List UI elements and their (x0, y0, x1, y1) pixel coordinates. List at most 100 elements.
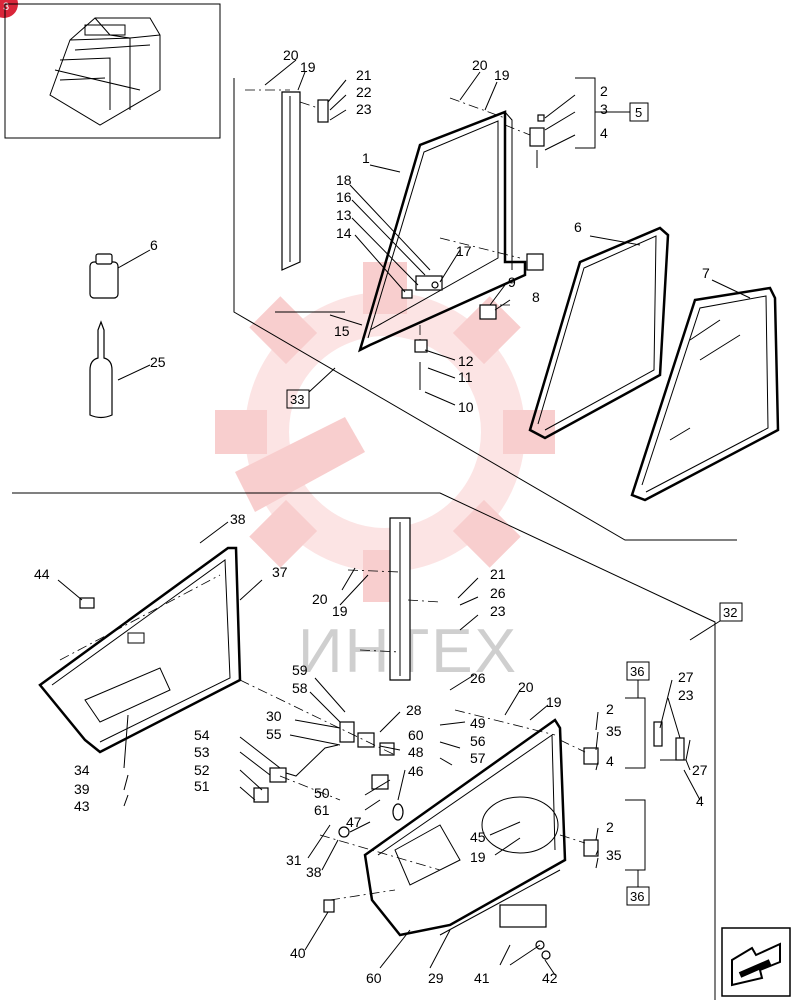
window-glass-7 (630, 286, 780, 502)
window-seal-6 (528, 226, 670, 440)
callout-number: 11 (458, 369, 473, 385)
callout-number: 18 (336, 172, 352, 188)
tractor-cab-icon (4, 3, 221, 139)
callout-number: 19 (546, 694, 562, 710)
callout-number: 7 (702, 265, 710, 281)
group-box-36-bottom: 36 (625, 799, 650, 906)
group-box-label: 36 (630, 889, 644, 904)
callout-number: 21 (490, 566, 506, 582)
hinge-lower-right (526, 253, 544, 271)
callout-number: 61 (314, 802, 330, 818)
page-badge-label: 3 (3, 1, 9, 13)
callout-number: 53 (194, 744, 210, 760)
hinge-top-right (529, 114, 545, 168)
callout-number: 20 (312, 591, 328, 607)
watermark-gear-icon (215, 262, 555, 602)
upper-window-frame (357, 110, 527, 353)
callout-number: 26 (470, 670, 486, 686)
callout-number: 12 (458, 353, 474, 369)
callout-number: 58 (292, 680, 308, 696)
callout-number: 4 (600, 125, 608, 141)
door-frame-post-top (275, 91, 345, 313)
callout-number: 26 (490, 585, 506, 601)
leader-lines (57, 59, 751, 976)
group-box-label: 33 (290, 392, 304, 407)
callout-number: 38 (230, 511, 246, 527)
callout-number: 14 (336, 225, 352, 241)
handle-parts (79, 597, 561, 960)
callout-number: 31 (286, 852, 302, 868)
callout-number: 47 (346, 814, 362, 830)
group-box-33: 33 (286, 367, 336, 409)
group-boundaries (12, 78, 737, 1000)
callout-number: 50 (314, 785, 330, 801)
group-box-5: 5 (575, 77, 649, 149)
callout-number: 30 (266, 708, 282, 724)
callout-number: 34 (74, 762, 90, 778)
callout-number: 23 (490, 603, 506, 619)
callout-number: 20 (518, 679, 534, 695)
callout-number: 22 (356, 84, 372, 100)
group-box-label: 5 (635, 105, 642, 120)
bottle-25 (89, 320, 113, 419)
callout-number: 54 (194, 727, 210, 743)
callout-number: 40 (290, 945, 306, 961)
callout-number: 39 (74, 781, 90, 797)
callout-number: 23 (678, 687, 694, 703)
callout-number: 6 (574, 219, 582, 235)
group-box-32: 32 (689, 602, 743, 641)
callout-number: 19 (494, 67, 510, 83)
callout-number: 2 (600, 83, 608, 99)
callout-number: 8 (532, 289, 540, 305)
lower-trim-panel-37 (38, 546, 242, 754)
callout-number: 60 (366, 970, 382, 986)
callout-number: 20 (472, 57, 488, 73)
callout-number: 2 (606, 819, 614, 835)
door-post-bottom (389, 517, 411, 681)
callout-number: 45 (470, 829, 486, 845)
callout-number: 10 (458, 399, 474, 415)
callout-number: 60 (408, 727, 424, 743)
callout-number: 41 (474, 970, 490, 986)
callout-number: 2 (606, 701, 614, 717)
callout-number: 28 (406, 702, 422, 718)
callout-number: 15 (334, 323, 350, 339)
callout-number: 19 (470, 849, 486, 865)
callout-number: 57 (470, 750, 486, 766)
callout-number: 9 (508, 274, 516, 290)
callout-number: 35 (606, 847, 622, 863)
callout-number: 1 (362, 150, 370, 166)
callout-number: 16 (336, 189, 352, 205)
assembly-dash-lines (59, 89, 586, 901)
group-box-label: 32 (723, 605, 737, 620)
callout-number: 21 (356, 67, 372, 83)
callout-number: 52 (194, 762, 210, 778)
callout-number: 13 (336, 207, 352, 223)
hinge-group-right-bottom (583, 721, 691, 857)
callout-number: 4 (606, 753, 614, 769)
callout-number: 42 (542, 970, 558, 986)
callout-number: 59 (292, 662, 308, 678)
callout-number: 51 (194, 778, 210, 794)
arrow-next-page-icon[interactable] (721, 927, 791, 997)
callout-number: 6 (150, 237, 158, 253)
callout-number: 17 (456, 243, 472, 259)
callout-number: 29 (428, 970, 444, 986)
callout-number: 20 (283, 47, 299, 63)
callout-number: 38 (306, 864, 322, 880)
callout-number: 35 (606, 723, 622, 739)
callout-number: 23 (356, 101, 372, 117)
group-box-36-top: 36 (625, 661, 650, 769)
callout-number: 43 (74, 798, 90, 814)
callout-number: 27 (678, 669, 694, 685)
callout-number: 55 (266, 726, 282, 742)
callout-number: 56 (470, 733, 486, 749)
hinge-bracket-top-left (317, 99, 329, 123)
latch-parts (401, 275, 497, 390)
callout-number: 44 (34, 566, 50, 582)
callout-number: 19 (300, 59, 316, 75)
callout-number: 3 (600, 101, 608, 117)
group-box-label: 36 (630, 664, 644, 679)
callout-number: 46 (408, 763, 424, 779)
